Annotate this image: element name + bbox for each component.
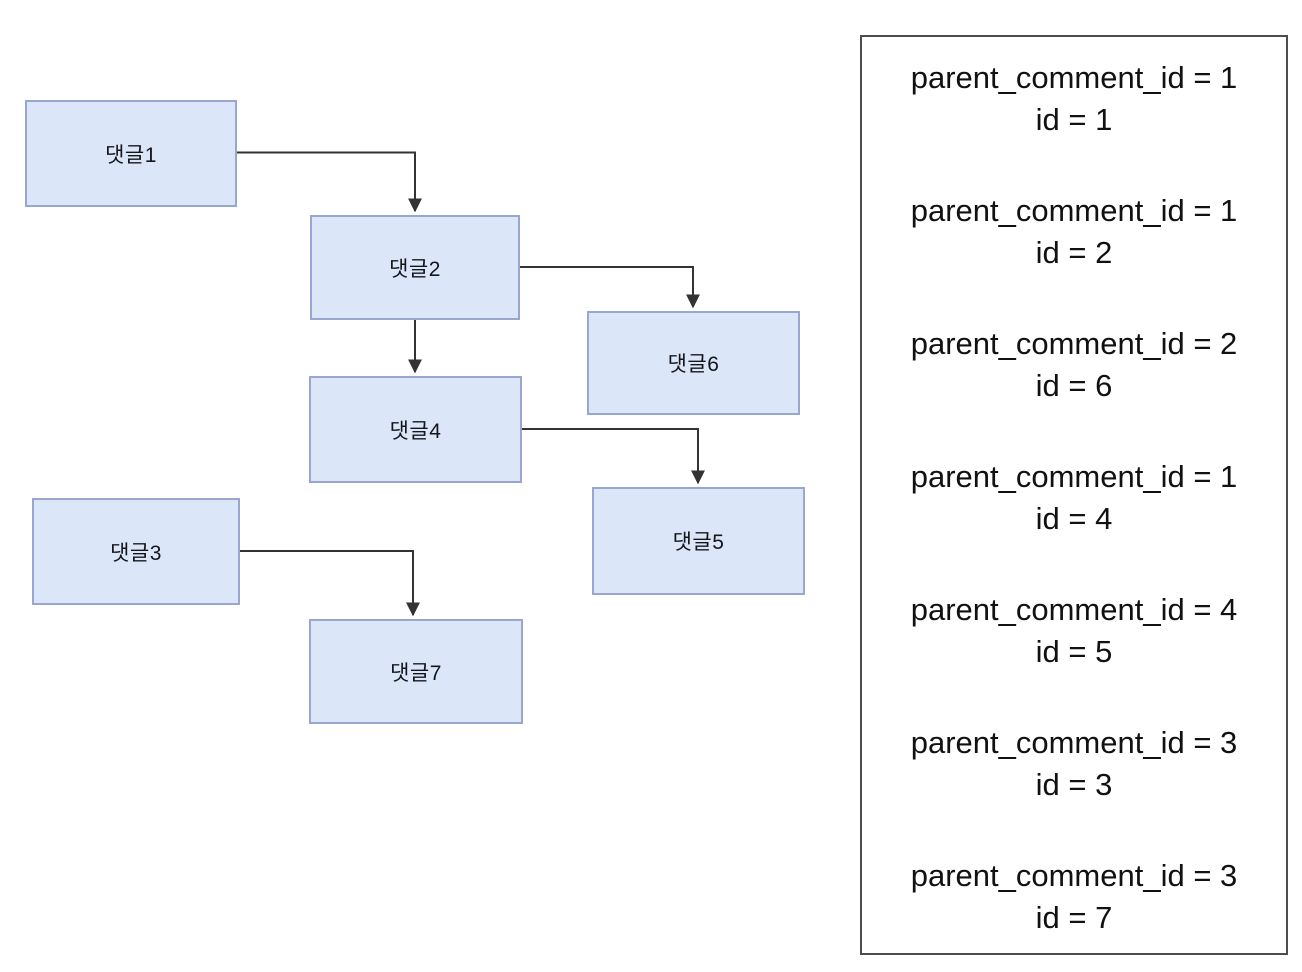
id-line: id = 7: [1035, 900, 1113, 935]
node-comment-6-label: 댓글6: [667, 353, 720, 376]
parent-id-line: parent_comment_id = 1: [910, 193, 1238, 228]
id-line: id = 4: [1035, 501, 1113, 536]
id-line: id = 2: [1035, 235, 1113, 270]
id-line: id = 3: [1035, 767, 1113, 802]
id-line: id = 6: [1035, 368, 1113, 403]
node-comment-1: 댓글1: [25, 100, 237, 207]
node-comment-2: 댓글2: [310, 215, 520, 320]
parent-id-line: parent_comment_id = 3: [910, 725, 1238, 760]
edge-comment4-to-comment5: [522, 428, 705, 485]
id-line: id = 1: [1035, 102, 1113, 137]
panel-entry: parent_comment_id = 3 id = 7: [862, 855, 1286, 939]
edge-comment2-to-comment6: [520, 266, 700, 309]
edge-comment3-to-comment7: [240, 550, 420, 617]
panel-entry: parent_comment_id = 2 id = 6: [862, 323, 1286, 407]
id-mapping-panel: parent_comment_id = 1 id = 1 parent_comm…: [860, 35, 1288, 955]
parent-id-line: parent_comment_id = 4: [910, 592, 1238, 627]
node-comment-1-label: 댓글1: [105, 143, 157, 167]
panel-entry: parent_comment_id = 1 id = 4: [862, 456, 1286, 540]
parent-id-line: parent_comment_id = 1: [910, 60, 1238, 95]
node-comment-3-label: 댓글3: [110, 541, 162, 565]
panel-entry: parent_comment_id = 3 id = 3: [862, 722, 1286, 806]
node-comment-4: 댓글4: [309, 376, 522, 483]
node-comment-5: 댓글5: [592, 487, 805, 595]
node-comment-2-label: 댓글2: [389, 257, 441, 281]
parent-id-line: parent_comment_id = 3: [910, 858, 1238, 893]
edge-comment1-to-comment2: [237, 151, 422, 213]
panel-entry: parent_comment_id = 4 id = 5: [862, 589, 1286, 673]
node-comment-7: 댓글7: [309, 619, 523, 724]
node-comment-4-label: 댓글4: [389, 419, 442, 443]
panel-entry: parent_comment_id = 1 id = 1: [862, 57, 1286, 141]
id-line: id = 5: [1035, 634, 1113, 669]
node-comment-6: 댓글6: [587, 311, 800, 415]
parent-id-line: parent_comment_id = 2: [910, 326, 1238, 361]
node-comment-5-label: 댓글5: [672, 531, 725, 554]
node-comment-7-label: 댓글7: [390, 661, 442, 685]
node-comment-3: 댓글3: [32, 498, 240, 605]
parent-id-line: parent_comment_id = 1: [910, 459, 1238, 494]
panel-entry: parent_comment_id = 1 id = 2: [862, 190, 1286, 274]
